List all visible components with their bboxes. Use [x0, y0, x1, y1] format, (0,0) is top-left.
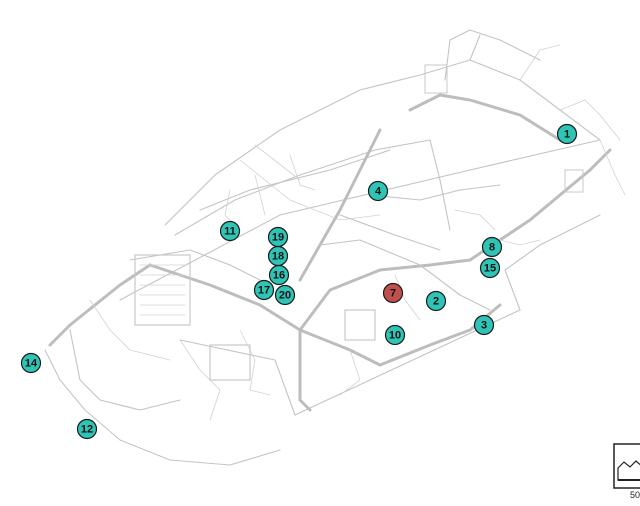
callout-circle: [267, 226, 289, 248]
callout-marker-8[interactable]: 8: [481, 236, 503, 258]
callout-number: 3: [481, 320, 487, 332]
callout-circle: [274, 284, 296, 306]
callout-marker-12[interactable]: 12: [76, 418, 98, 440]
callout-marker-20[interactable]: 20: [274, 284, 296, 306]
callout-marker-14[interactable]: 14: [20, 352, 42, 374]
callout-marker-1[interactable]: 1: [556, 123, 578, 145]
callout-number: 18: [272, 251, 284, 263]
callout-marker-17[interactable]: 17: [253, 279, 275, 301]
callout-circle: [425, 290, 447, 312]
image-frame-icon[interactable]: [613, 443, 640, 489]
callout-number: 17: [258, 285, 270, 297]
callout-marker-2[interactable]: 2: [425, 290, 447, 312]
callout-marker-4[interactable]: 4: [367, 180, 389, 202]
callout-circle: [382, 282, 404, 304]
callout-number: 14: [25, 358, 38, 370]
callout-marker-7[interactable]: 7: [382, 282, 404, 304]
callout-circle: [473, 314, 495, 336]
callout-circle: [384, 324, 406, 346]
callout-number: 10: [389, 330, 401, 342]
callout-marker-3[interactable]: 3: [473, 314, 495, 336]
callout-circle: [76, 418, 98, 440]
callout-circle: [219, 220, 241, 242]
callout-marker-15[interactable]: 15: [479, 257, 501, 279]
callout-number: 4: [375, 186, 382, 198]
callout-circle: [481, 236, 503, 258]
callout-circle: [479, 257, 501, 279]
callout-number: 2: [433, 296, 439, 308]
callout-circle: [20, 352, 42, 374]
callout-circle: [253, 279, 275, 301]
harness-drawing: [44, 29, 626, 466]
callout-number: 20: [279, 290, 291, 302]
callout-marker-16[interactable]: 16: [268, 264, 290, 286]
callout-number: 12: [81, 424, 93, 436]
callout-number: 11: [224, 226, 236, 238]
callout-number: 7: [390, 288, 396, 300]
callout-number: 1: [564, 129, 570, 141]
callout-number: 15: [484, 263, 496, 275]
callout-number: 8: [489, 242, 495, 254]
callout-marker-10[interactable]: 10: [384, 324, 406, 346]
callout-circle: [556, 123, 578, 145]
callout-marker-11[interactable]: 11: [219, 220, 241, 242]
callout-circle: [367, 180, 389, 202]
callout-marker-19[interactable]: 19: [267, 226, 289, 248]
document-id-label: 50: [630, 490, 640, 500]
callout-marker-18[interactable]: 18: [267, 245, 289, 267]
callout-number: 16: [273, 270, 285, 282]
callout-number: 19: [272, 232, 284, 244]
